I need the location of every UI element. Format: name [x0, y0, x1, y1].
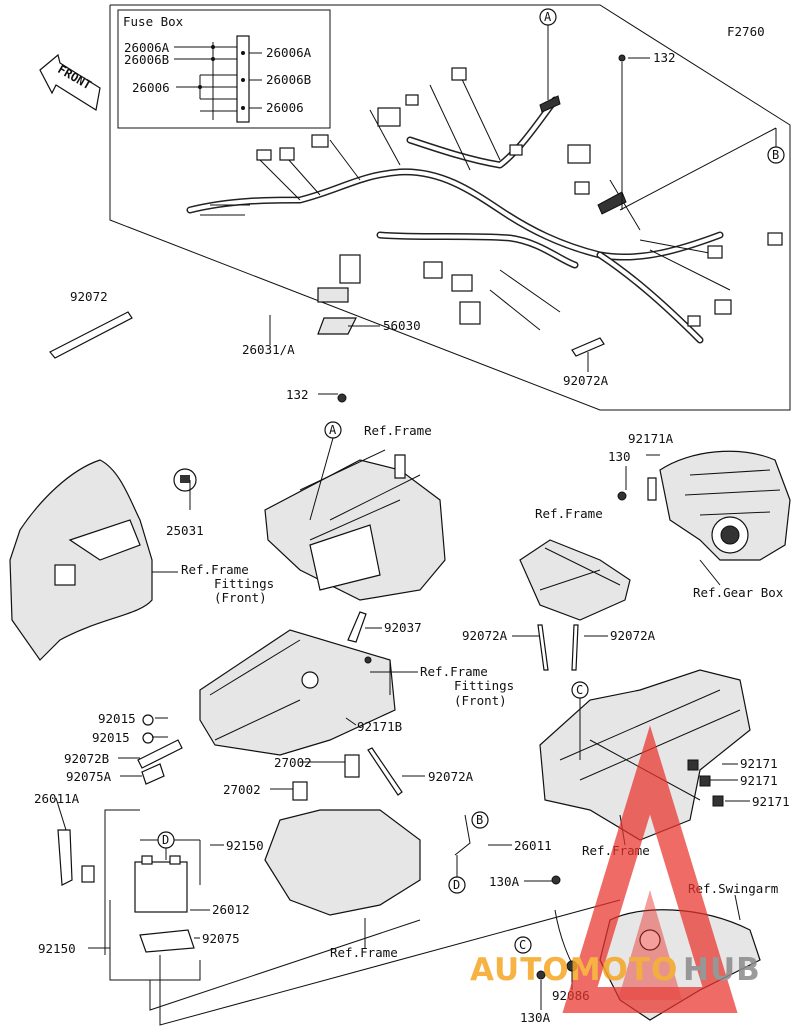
diagram-id: F2760	[727, 24, 765, 39]
harness-frame	[109, 4, 791, 411]
fuse-box-title: Fuse Box	[123, 14, 184, 29]
label-56030: 56030	[383, 318, 421, 333]
label-25031: 25031	[166, 523, 204, 538]
fuse-right-0: 26006A	[266, 45, 312, 60]
label-ref-frame-fit-2a: Ref.Frame	[420, 664, 488, 679]
label-92015-b: 92015	[92, 730, 130, 745]
label-92072: 92072	[70, 289, 108, 304]
label-92171a: 92171A	[628, 431, 674, 446]
gear-box	[617, 450, 791, 561]
label-92072a-left: 92072A	[462, 628, 508, 643]
label-ref-frame-2: Ref.Frame	[535, 506, 603, 521]
label-27002-b: 27002	[223, 782, 261, 797]
frame-center-top	[264, 393, 446, 601]
label-92171-2: 92171	[740, 773, 778, 788]
label-ref-frame-fit-1b: Fittings	[214, 576, 274, 591]
battery-area	[57, 714, 471, 953]
callout-c-swingarm: C	[519, 938, 526, 952]
label-27002-a: 27002	[274, 755, 312, 770]
callout-markers: A B A C B D D C	[157, 8, 785, 954]
part-labels: 132 92072 26031/A 56030 92072A 132 Ref.F…	[34, 50, 790, 1025]
fuse-box-inset: Fuse Box 26006A 26006B 26006 26006A 2600…	[117, 9, 331, 129]
label-92075a: 92075A	[66, 769, 112, 784]
label-92072a-mid: 92072A	[428, 769, 474, 784]
label-92075: 92075	[202, 931, 240, 946]
label-92150-right: 92150	[226, 838, 264, 853]
label-ref-frame-1: Ref.Frame	[364, 423, 432, 438]
label-130a-top: 130A	[489, 874, 520, 889]
label-92037: 92037	[384, 620, 422, 635]
label-92150-left: 92150	[38, 941, 76, 956]
label-132-mid: 132	[286, 387, 309, 402]
label-92072a-top: 92072A	[563, 373, 609, 388]
fuse-right-1: 26006B	[266, 72, 311, 87]
label-ref-frame-fit-2b: Fittings	[454, 678, 514, 693]
callout-b-lower: B	[476, 813, 483, 827]
callout-d-lower: D	[453, 878, 460, 892]
watermark-text-1: AUTOMOTO	[470, 952, 678, 988]
watermark-triangle	[562, 725, 738, 1013]
label-ref-frame-3: Ref.Frame	[330, 945, 398, 960]
callout-b-top: B	[772, 148, 779, 162]
fitting-plate-center	[199, 629, 396, 756]
label-ref-swingarm: Ref.Swingarm	[688, 881, 778, 896]
callout-a-mid: A	[329, 423, 337, 437]
callout-c-frame: C	[576, 683, 583, 697]
label-92171-3: 92171	[752, 794, 790, 809]
label-132-top: 132	[653, 50, 676, 65]
fuse-left-1: 26006B	[124, 52, 169, 67]
leader-lines	[55, 54, 750, 1026]
label-ref-frame-fit-2c: (Front)	[454, 693, 507, 708]
fuse-left-0: 26006A	[124, 40, 170, 55]
fuse-left-2: 26006	[132, 80, 170, 95]
front-fittings-panel	[9, 459, 197, 661]
label-130: 130	[608, 449, 631, 464]
label-92171-1: 92171	[740, 756, 778, 771]
label-26011: 26011	[514, 838, 552, 853]
label-26011a: 26011A	[34, 791, 80, 806]
main-wiring-harness	[186, 67, 783, 344]
label-ref-frame-fit-1a: Ref.Frame	[181, 562, 249, 577]
label-92015-a: 92015	[98, 711, 136, 726]
bracket-right	[519, 539, 631, 621]
label-92072b: 92072B	[64, 751, 109, 766]
label-ref-gear-box: Ref.Gear Box	[693, 585, 784, 600]
tie-wraps	[49, 311, 657, 796]
label-ref-frame-fit-1c: (Front)	[214, 590, 267, 605]
watermark-logo: AUTOMOTO HUB	[470, 725, 761, 1013]
label-92171b: 92171B	[357, 719, 402, 734]
label-130a-bottom: 130A	[520, 1010, 551, 1025]
callout-d-battery: D	[162, 833, 169, 847]
watermark-text-2: HUB	[683, 952, 761, 988]
label-26012: 26012	[212, 902, 250, 917]
fuse-right-2: 26006	[266, 100, 304, 115]
front-arrow: FRONT	[39, 53, 101, 111]
label-26031a: 26031/A	[242, 342, 295, 357]
callout-a-top: A	[544, 10, 552, 24]
label-92072a-right: 92072A	[610, 628, 656, 643]
